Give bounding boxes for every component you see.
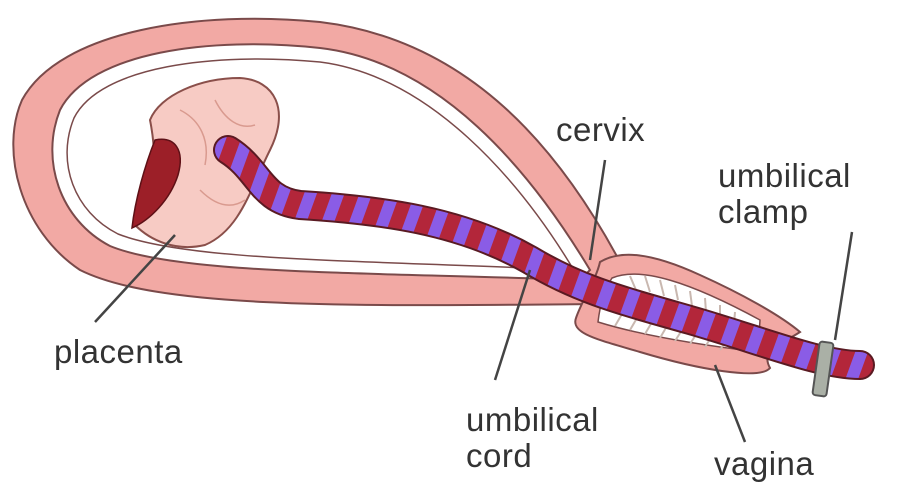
label-umbilical-clamp-line2: clamp (718, 194, 809, 230)
label-umbilical-cord-line1: umbilical (466, 402, 599, 438)
label-placenta: placenta (54, 334, 183, 370)
vagina-leader (715, 365, 745, 442)
label-umbilical-clamp-line1: umbilical (718, 158, 851, 194)
label-cervix: cervix (556, 112, 645, 148)
label-umbilical-cord-line2: cord (466, 438, 532, 474)
umbilical-clamp-leader (835, 232, 852, 340)
label-vagina: vagina (714, 446, 814, 482)
